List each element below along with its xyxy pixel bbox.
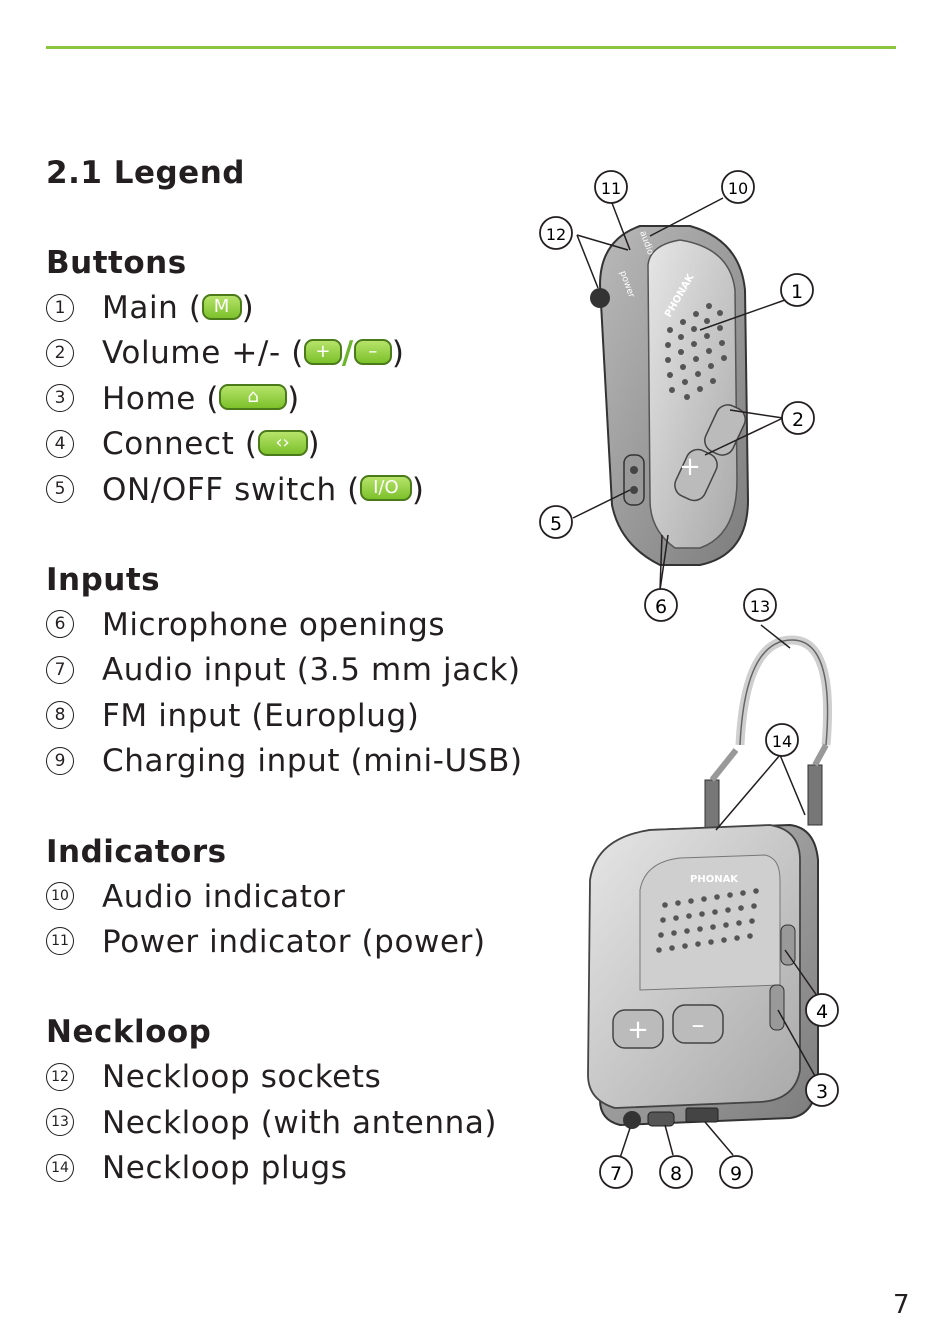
- svg-text:+: +: [627, 1015, 649, 1045]
- svg-text:14: 14: [772, 732, 792, 751]
- callout-11: 11: [594, 170, 628, 204]
- connect-button-icon: ‹›: [257, 429, 308, 456]
- callout-number: 14: [46, 1153, 74, 1182]
- callout-number: 9: [46, 746, 74, 775]
- callout-8: 8: [659, 1155, 693, 1189]
- svg-text:11: 11: [601, 179, 621, 198]
- callout-number: 6: [46, 610, 74, 639]
- heading-neckloop: Neckloop: [46, 1014, 212, 1051]
- callout-number: 10: [46, 882, 74, 911]
- callout-13: 13: [743, 588, 777, 622]
- callout-number: 4: [46, 429, 74, 458]
- device-top-view: + PHONAK power audio: [590, 225, 750, 566]
- callout-number: 12: [46, 1062, 74, 1091]
- callout-number: 1: [46, 293, 74, 322]
- device-illustration: + PHONAK power audio: [539, 170, 839, 1189]
- svg-text:13: 13: [750, 597, 770, 616]
- heading-inputs: Inputs: [46, 561, 161, 598]
- svg-text:–: –: [692, 1010, 705, 1040]
- onoff-switch-icon: I/O: [359, 475, 412, 502]
- page-number: 7: [893, 1290, 910, 1320]
- svg-text:8: 8: [670, 1163, 682, 1185]
- svg-text:3: 3: [816, 1081, 828, 1103]
- svg-text:6: 6: [655, 596, 667, 618]
- svg-text:5: 5: [550, 513, 562, 535]
- svg-text:9: 9: [730, 1163, 742, 1185]
- heading-indicators: Indicators: [46, 833, 227, 870]
- callout-number: 2: [46, 338, 74, 367]
- callout-number: 7: [46, 655, 74, 684]
- svg-text:10: 10: [728, 179, 748, 198]
- device-front-view: PHONAK + –: [587, 823, 819, 1129]
- callout-7: 7: [599, 1155, 633, 1189]
- callout-12: 12: [539, 216, 573, 250]
- neckloop-cable: [704, 635, 833, 841]
- callout-number: 3: [46, 384, 74, 413]
- callout-2: 2: [781, 401, 815, 435]
- callout-14: 14: [765, 723, 799, 757]
- svg-text:4: 4: [816, 1001, 828, 1023]
- callout-labels: 11 10 12 1 2 5 6 13 14 4 3 7 8 9: [539, 170, 839, 1189]
- callout-6: 6: [644, 588, 678, 622]
- top-rule: [46, 46, 896, 49]
- callout-1: 1: [780, 273, 814, 307]
- svg-text:7: 7: [610, 1163, 622, 1185]
- callout-9: 9: [719, 1155, 753, 1189]
- callout-number: 5: [46, 475, 74, 504]
- callout-number: 8: [46, 701, 74, 730]
- svg-text:2: 2: [792, 409, 804, 431]
- heading-buttons: Buttons: [46, 245, 187, 281]
- callout-5: 5: [539, 505, 573, 539]
- svg-text:+: +: [679, 452, 701, 482]
- home-button-icon: ⌂: [219, 384, 288, 411]
- volume-up-button-icon: +: [303, 338, 342, 365]
- callout-10: 10: [721, 170, 755, 204]
- main-button-icon: M: [201, 293, 242, 320]
- callout-3: 3: [805, 1073, 839, 1107]
- svg-text:12: 12: [546, 225, 566, 244]
- callout-number: 11: [46, 927, 74, 956]
- volume-down-button-icon: –: [353, 338, 392, 365]
- device-brand: PHONAK: [690, 874, 739, 885]
- speaker-grille: [656, 888, 759, 953]
- callout-number: 13: [46, 1108, 74, 1137]
- callout-4: 4: [805, 993, 839, 1027]
- svg-text:1: 1: [791, 281, 803, 303]
- section-title: 2.1 Legend: [46, 155, 245, 191]
